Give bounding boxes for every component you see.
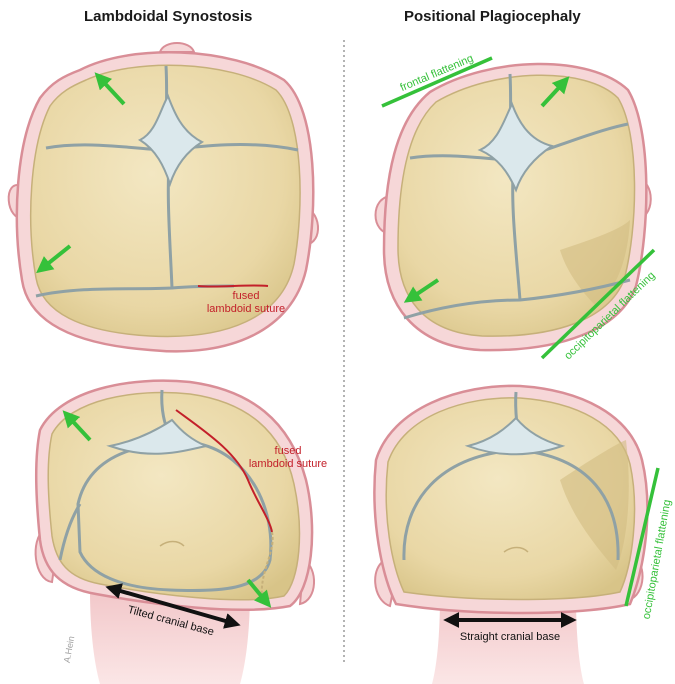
straight-base-label: Straight cranial base (460, 631, 560, 643)
bottom-left-skull: Tilted cranial base fused lambdoid sutur… (36, 381, 328, 684)
fused-suture-top (198, 285, 268, 286)
fused-label-bottom-1: fused (275, 445, 302, 457)
fused-label-top-2: lambdoid suture (207, 303, 285, 315)
top-left-skull: fused lambdoid suture (9, 43, 318, 351)
fused-label-bottom-2: lambdoid suture (249, 458, 327, 470)
nose-bump (160, 43, 194, 52)
artist-signature: A.Hein (62, 635, 77, 663)
fused-label-top-1: fused (233, 290, 260, 302)
bottom-right-skull: Straight cranial base occipitoparietal f… (374, 386, 673, 684)
top-right-skull: frontal flattening occipitoparietal flat… (376, 52, 658, 362)
